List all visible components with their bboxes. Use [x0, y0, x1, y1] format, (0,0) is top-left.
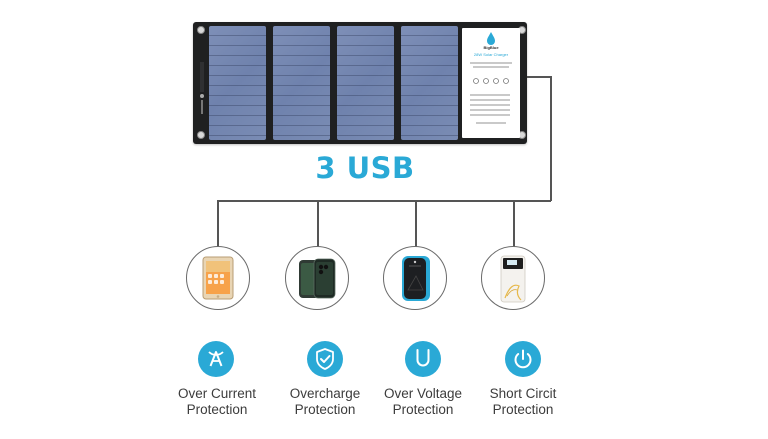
connector-line	[527, 76, 551, 78]
connector-line	[415, 200, 417, 247]
protection-line2: Protection	[392, 402, 454, 417]
spec-text-line	[476, 122, 506, 124]
rugged-power-bank-icon	[401, 255, 430, 301]
solar-cell	[401, 26, 458, 140]
solar-cell	[273, 26, 330, 140]
device-circle-smartphone	[285, 246, 349, 310]
connector-line	[317, 200, 319, 247]
solar-panel: BigBlue 28W Solar Charger	[193, 22, 527, 144]
smartphone-icon	[298, 258, 335, 298]
protection-label-short-circuit: Short Circit Protection	[468, 386, 578, 418]
tablet-icon	[202, 256, 233, 299]
protection-line1: Over Current	[177, 386, 257, 401]
protection-line1: Over Voltage	[383, 386, 463, 401]
device-circle-power-bank	[481, 246, 545, 310]
connector-line	[513, 200, 515, 247]
protection-line1: Short Circit	[489, 386, 557, 401]
solar-cell	[209, 26, 266, 140]
spec-text-line	[470, 104, 510, 106]
shield-check-icon	[307, 341, 343, 377]
protection-label-over-voltage: Over Voltage Protection	[368, 386, 478, 418]
spec-text-line	[470, 94, 510, 96]
power-bank-icon	[500, 255, 525, 302]
product-title: 28W Solar Charger	[473, 52, 509, 57]
voltage-icon	[405, 341, 441, 377]
device-circle-tablet	[186, 246, 250, 310]
spec-text-line	[473, 66, 509, 68]
usb-ports-heading: 3 USB	[315, 151, 415, 185]
device-circle-rugged-power-bank	[383, 246, 447, 310]
protection-label-over-current: Over Current Protection	[162, 386, 272, 418]
current-icon	[198, 341, 234, 377]
spec-label: BigBlue 28W Solar Charger	[462, 28, 520, 138]
spec-text-line	[470, 99, 510, 101]
protection-label-overcharge: Overcharge Protection	[270, 386, 380, 418]
connector-line	[550, 76, 552, 201]
spec-text-line	[470, 114, 510, 116]
protection-line2: Protection	[492, 402, 554, 417]
feature-icons	[473, 78, 509, 84]
protection-line2: Protection	[186, 402, 248, 417]
connector-line	[217, 200, 219, 247]
spec-text-line	[470, 62, 512, 64]
grommet	[197, 26, 205, 34]
protection-line1: Overcharge	[289, 386, 361, 401]
brand-drop-icon	[487, 32, 495, 45]
spec-text-line	[470, 109, 510, 111]
brand-logo-icon	[200, 62, 204, 114]
protection-line2: Protection	[294, 402, 356, 417]
brand-name: BigBlue	[483, 45, 499, 50]
solar-cell	[337, 26, 394, 140]
connector-line	[217, 200, 551, 202]
grommet	[197, 131, 205, 139]
power-icon	[505, 341, 541, 377]
